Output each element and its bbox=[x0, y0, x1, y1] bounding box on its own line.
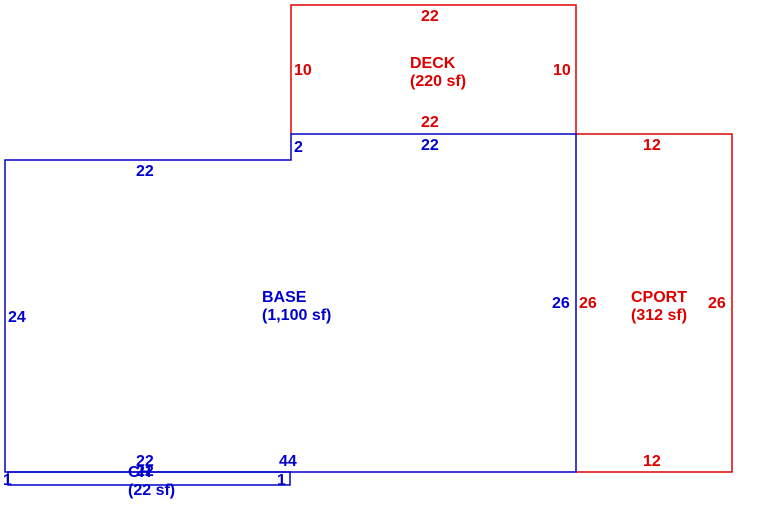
base-dim-step: 2 bbox=[294, 139, 303, 156]
ch-name: CH bbox=[128, 464, 151, 481]
cport-dim-right: 26 bbox=[708, 295, 726, 312]
deck-area: (220 sf) bbox=[410, 73, 466, 90]
base-dim-bottom: 44 bbox=[279, 453, 297, 470]
deck-name: DECK bbox=[410, 55, 456, 72]
cport-dim-bottom: 12 bbox=[643, 453, 661, 470]
deck-dim-top: 22 bbox=[421, 8, 439, 25]
base-name: BASE bbox=[262, 289, 307, 306]
cport-dim-left: 26 bbox=[579, 295, 597, 312]
base-dim-top-left: 22 bbox=[136, 163, 154, 180]
base-dim-right: 26 bbox=[552, 295, 570, 312]
ch-area: (22 sf) bbox=[128, 482, 175, 499]
cport-dim-top: 12 bbox=[643, 137, 661, 154]
ch-outline bbox=[7, 471, 291, 486]
base-dim-left: 24 bbox=[8, 309, 26, 326]
cport-outline bbox=[576, 133, 733, 473]
cport-name: CPORT bbox=[631, 289, 687, 306]
ch-dim-left: 1 bbox=[3, 472, 12, 489]
deck-dim-bottom: 22 bbox=[421, 114, 439, 131]
base-outline bbox=[4, 133, 577, 473]
ch-dim-top: 22 bbox=[136, 463, 154, 480]
deck-dim-right: 10 bbox=[553, 62, 571, 79]
cport-area: (312 sf) bbox=[631, 307, 687, 324]
base-dim-top-right: 22 bbox=[421, 137, 439, 154]
base-dim-bottom-left: 22 bbox=[136, 453, 154, 470]
base-area: (1,100 sf) bbox=[262, 307, 331, 324]
ch-dim-right: 1 bbox=[277, 472, 286, 489]
deck-dim-left: 10 bbox=[294, 62, 312, 79]
deck-outline bbox=[290, 4, 577, 134]
